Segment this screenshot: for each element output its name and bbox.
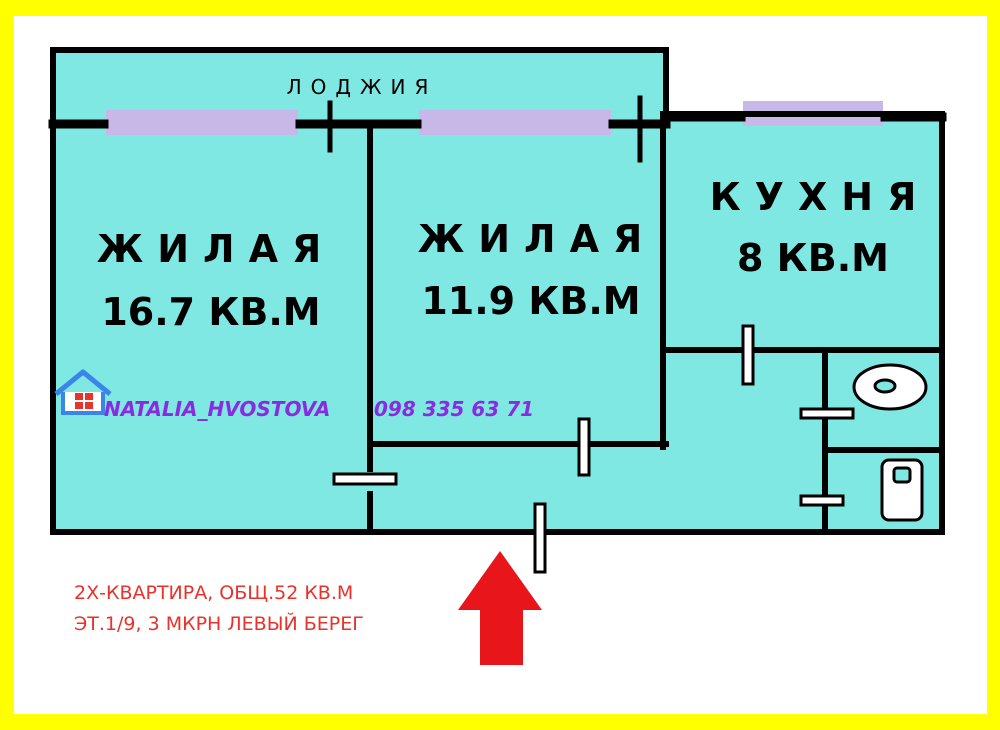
room-3-area: 8 КВ.М: [737, 236, 889, 280]
door-bathroom: [799, 407, 855, 420]
room-1-area: 16.7 КВ.М: [101, 290, 320, 334]
room-labels: ЖИЛАЯ 16.7 КВ.М ЖИЛАЯ 11.9 КВ.М КУХНЯ 8 …: [97, 175, 931, 334]
watermark: NATALIA_HVOSTOVA 098 335 63 71: [54, 369, 534, 421]
watermark-phone: 098 335 63 71: [374, 397, 534, 421]
room-2-area: 11.9 КВ.М: [421, 279, 640, 323]
entrance-arrow-icon: [458, 551, 542, 665]
door-left-room: [332, 472, 398, 486]
caption-line-1: 2Х-КВАРТИРА, ОБЩ.52 КВ.М: [74, 582, 353, 604]
toilet-icon: [880, 458, 924, 522]
window-left-room: [106, 110, 298, 135]
door-kitchen: [741, 324, 755, 386]
door-middle-room: [577, 417, 591, 477]
caption-line-2: ЭТ.1/9, 3 МКРН ЛЕВЫЙ БЕРЕГ: [74, 612, 364, 635]
walls: [48, 47, 947, 535]
house-logo-icon: [54, 369, 112, 415]
watermark-name: NATALIA_HVOSTOVA: [104, 397, 330, 421]
window-middle-room: [419, 110, 611, 135]
bathtub-icon: [852, 363, 928, 411]
door-entrance: [533, 502, 547, 574]
doors: [332, 324, 855, 574]
room-2-title: ЖИЛАЯ: [418, 217, 657, 261]
door-toilet: [799, 494, 845, 507]
room-1-title: ЖИЛАЯ: [97, 227, 336, 271]
loggia-label: ЛОДЖИЯ: [287, 75, 438, 99]
room-3-title: КУХНЯ: [710, 175, 931, 219]
